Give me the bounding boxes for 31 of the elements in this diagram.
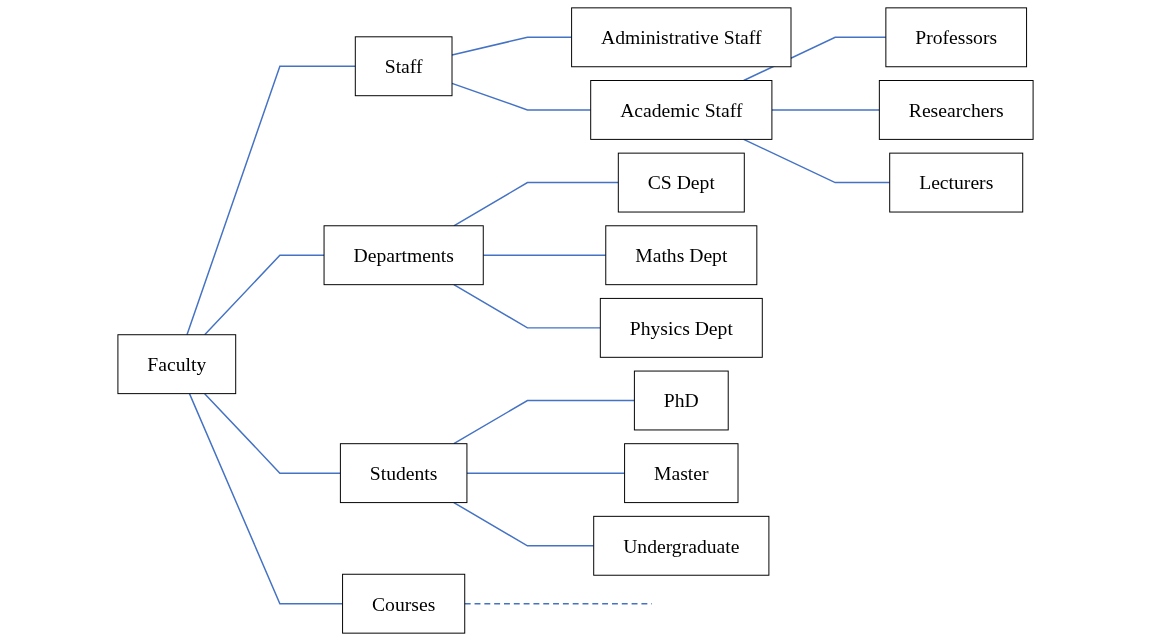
connector <box>453 283 602 329</box>
node-box: PhD <box>633 370 729 431</box>
node-box: Students <box>339 443 468 504</box>
node-box: Undergraduate <box>593 515 770 576</box>
node-box: Professors <box>885 7 1028 68</box>
node-box: Staff <box>354 36 453 97</box>
connector <box>453 501 595 547</box>
node-box: Academic Staff <box>590 80 773 140</box>
node-box: Courses <box>342 573 466 634</box>
node-box: Lecturers <box>889 152 1024 213</box>
connector <box>742 138 891 184</box>
connector <box>453 181 620 227</box>
connector <box>451 36 573 56</box>
node-box: Researchers <box>878 80 1034 140</box>
node-box: Faculty <box>117 334 237 395</box>
node-box: Master <box>624 443 739 504</box>
connector <box>186 65 357 336</box>
node-box: Maths Dept <box>605 225 758 286</box>
connector <box>203 392 342 474</box>
connector <box>482 254 607 256</box>
connector <box>464 602 653 605</box>
node-box: Administrative Staff <box>571 7 792 68</box>
connector <box>466 472 626 474</box>
connector <box>203 254 325 336</box>
node-box: CS Dept <box>617 152 745 213</box>
node-box: Physics Dept <box>599 297 763 358</box>
node-box: Departments <box>323 225 484 286</box>
connector <box>451 82 592 111</box>
connector <box>771 109 881 111</box>
connector <box>188 392 344 605</box>
connector <box>453 399 636 445</box>
